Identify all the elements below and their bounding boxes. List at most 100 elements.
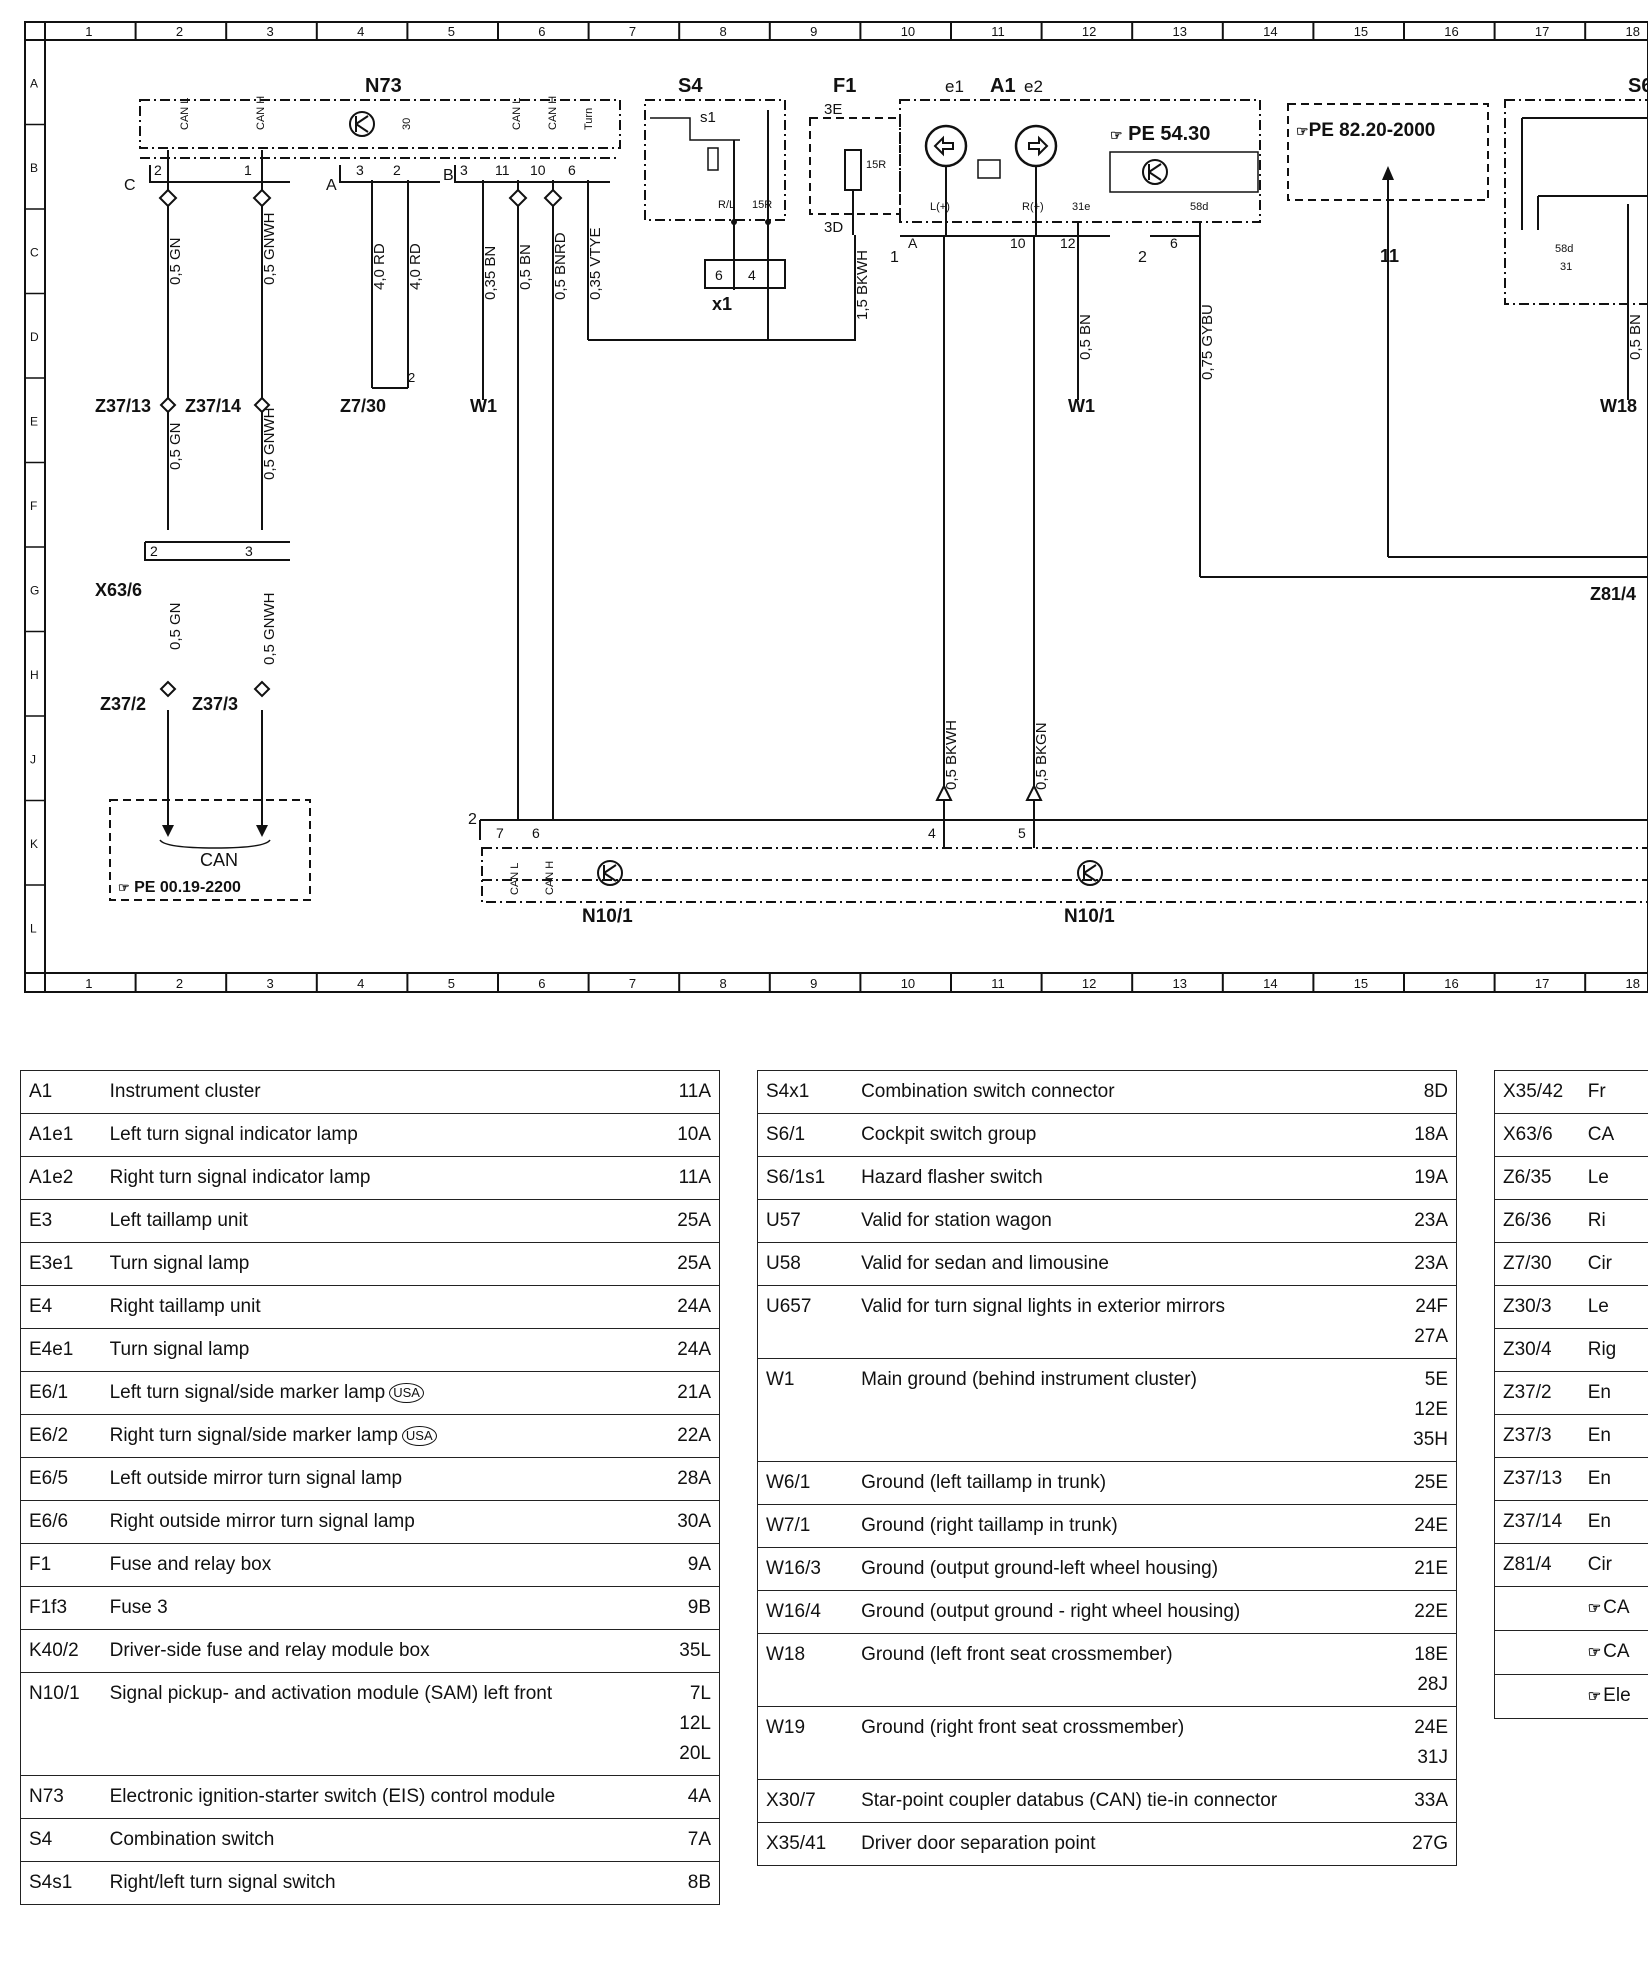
legend-description-text: Right/left turn signal switch	[109, 1872, 336, 1893]
grid-column-label: 16	[1444, 24, 1458, 39]
grid-column-label: 9	[810, 24, 817, 39]
legend-description: Left turn signal indicator lamp	[101, 1113, 659, 1157]
legend-description: Fr	[1579, 1070, 1646, 1114]
legend-description-text: Right turn signal/side marker lamp	[109, 1425, 398, 1446]
grid-row-label: J	[30, 752, 36, 766]
legend-location: 21A	[658, 1371, 720, 1415]
legend-location-value: 25A	[677, 1210, 711, 1231]
wire-label: 0,5 GNWH	[261, 592, 278, 665]
a1-e2-label: e2	[1024, 77, 1043, 96]
legend-description-text: Valid for sedan and limousine	[861, 1253, 1109, 1274]
legend-description-text: Left outside mirror turn signal lamp	[109, 1468, 403, 1489]
legend-description: ☞CA	[1579, 1630, 1646, 1675]
legend-location: 24A	[658, 1285, 720, 1329]
grid-column-label: 11	[991, 976, 1005, 991]
legend-row: ☞CA	[1493, 1586, 1648, 1631]
legend-location: 35L	[658, 1629, 720, 1673]
transistor-icon	[349, 111, 375, 137]
transistor-icon	[1077, 860, 1103, 886]
wire-label: 4,0 RD	[407, 243, 424, 290]
can-ref: ☞ PE 00.19-2200	[118, 879, 241, 896]
ref-icon: ☞	[1587, 1688, 1602, 1705]
legend-description-text: En	[1587, 1425, 1611, 1446]
conn-b: B	[443, 167, 454, 184]
legend-description-text: Valid for turn signal lights in exterior…	[861, 1296, 1226, 1317]
grid-column-label: 10	[901, 24, 915, 39]
legend-description: CA	[1579, 1113, 1646, 1157]
n73-box	[139, 99, 621, 149]
wire-label: 0,5 BN	[1077, 314, 1094, 360]
n73-label: N73	[365, 75, 402, 97]
wiring-diagram: 1122334455667788991010111112121313141415…	[24, 21, 1648, 993]
pin-can-l-3: CAN L	[509, 863, 521, 895]
s6-box	[1504, 99, 1648, 305]
wire-label: 0,5 BKGN	[1033, 722, 1050, 790]
legend-code: E3	[19, 1199, 102, 1243]
legend-code: U58	[757, 1242, 854, 1286]
legend-description-text: Le	[1587, 1167, 1609, 1188]
svg-text:11: 11	[495, 162, 510, 178]
transistor-icon	[597, 860, 623, 886]
grid-row-label: D	[30, 330, 39, 344]
pin-turn: Turn	[583, 108, 595, 130]
legend-code: S4s1	[19, 1861, 102, 1905]
legend-description: Ri	[1579, 1199, 1646, 1243]
grid-column-label: 2	[176, 24, 183, 39]
legend-row: S4 Combination switch 7A	[19, 1818, 720, 1862]
legend-location-value: 7L	[689, 1683, 711, 1704]
grid-row-label: A	[30, 76, 38, 90]
grid-column-label: 7	[629, 976, 636, 991]
grid-column-label: 3	[267, 976, 274, 991]
svg-text:2: 2	[408, 370, 415, 385]
grid-column-label: 12	[1082, 24, 1096, 39]
legend-code: E3e1	[19, 1242, 102, 1286]
legend-description-text: Combination switch	[109, 1829, 275, 1850]
legend-location: 4A	[658, 1775, 720, 1819]
wire-label: 0,5 BKWH	[943, 720, 960, 790]
legend-description: Main ground (behind instrument cluster)	[853, 1358, 1392, 1462]
legend-location: 25A	[658, 1199, 720, 1243]
legend-location-value: 12L	[679, 1713, 711, 1734]
pin-l-plus: L(+)	[930, 201, 950, 213]
grid-column-label: 14	[1263, 24, 1277, 39]
svg-text:4: 4	[748, 267, 756, 283]
pin-3e: 3E	[824, 101, 842, 118]
grid-column-label: 5	[448, 24, 455, 39]
legend-description: Electronic ignition-starter switch (EIS)…	[101, 1775, 659, 1819]
svg-text:3: 3	[245, 543, 253, 559]
legend-location: 11A	[658, 1070, 720, 1114]
grid-column-label: 5	[448, 976, 455, 991]
legend-description: Ground (output ground - right wheel hous…	[853, 1590, 1392, 1634]
legend-code: W18	[757, 1633, 854, 1707]
legend-description-text: Ground (output ground - right wheel hous…	[861, 1601, 1241, 1622]
legend-location: 10A	[658, 1113, 720, 1157]
legend-location-value: 33A	[1414, 1790, 1448, 1811]
legend-description: Instrument cluster	[101, 1070, 659, 1114]
legend-location: 7A	[658, 1818, 720, 1862]
ref-icon: ☞	[1587, 1600, 1602, 1617]
wire-label: 0,5 GNWH	[261, 407, 278, 480]
pin-can-h-2: CAN H	[547, 96, 559, 130]
pin-58d-2: 58d	[1555, 243, 1573, 255]
pin-can-h: CAN H	[255, 96, 267, 130]
legend-location-value: 24E	[1414, 1717, 1448, 1738]
legend-code: S4	[19, 1818, 102, 1862]
legend-description: Cockpit switch group	[853, 1113, 1392, 1157]
legend-description-text: Turn signal lamp	[109, 1253, 250, 1274]
grid-column-label: 17	[1535, 24, 1549, 39]
legend-description: Right turn signal indicator lamp	[101, 1156, 659, 1200]
legend-location-value: 7A	[687, 1829, 711, 1850]
